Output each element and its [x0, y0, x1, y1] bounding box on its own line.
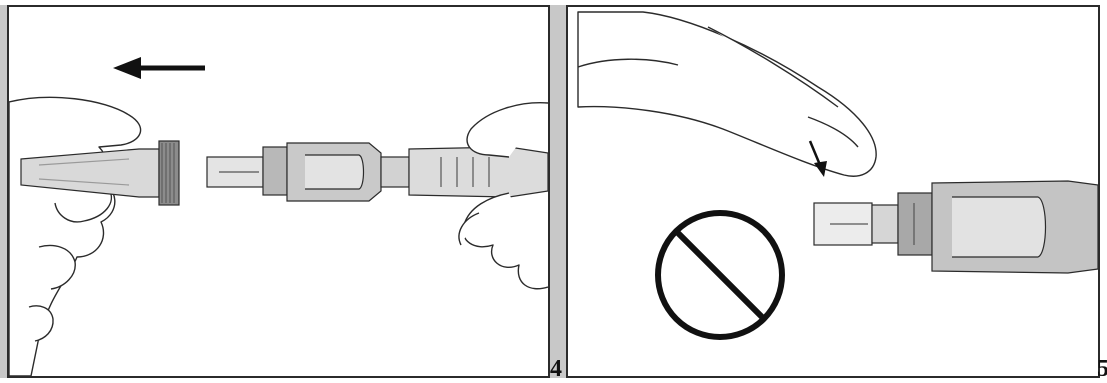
pen-with-needle — [813, 180, 1098, 274]
step-number-4: 4 — [550, 356, 562, 382]
prohibition-icon — [655, 210, 785, 340]
left-gutter — [0, 5, 7, 378]
pen-body — [206, 142, 548, 202]
step-4-illustration — [7, 5, 550, 378]
step-5-drawing — [577, 11, 1098, 340]
needle-cap — [20, 140, 180, 206]
left-hand — [9, 96, 142, 376]
right-hand — [458, 102, 548, 290]
middle-gutter — [550, 5, 566, 378]
step-5-illustration — [566, 5, 1100, 378]
arrow-left-icon — [113, 57, 205, 79]
arrow-down-right-icon — [808, 140, 827, 177]
finger-hand — [577, 11, 877, 177]
step-4-drawing — [9, 57, 548, 376]
step-number-5: 5 — [1097, 356, 1107, 382]
